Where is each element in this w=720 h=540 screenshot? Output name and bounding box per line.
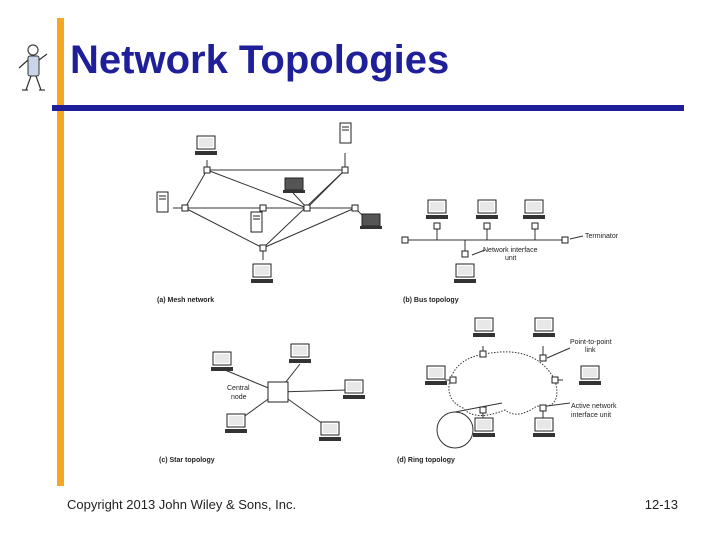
title-underline-rule	[52, 105, 684, 111]
niu-label-line2: unit	[505, 255, 516, 262]
ring-nodes	[424, 317, 602, 438]
bus-nodes	[401, 199, 569, 284]
terminator-label: Terminator	[585, 233, 619, 240]
ptp-link-line1: Point-to-point	[570, 339, 612, 346]
bus-topology-diagram	[405, 226, 584, 256]
ptp-link-line2: link	[585, 347, 596, 354]
active-niu-line1: Active network	[571, 403, 617, 410]
slide-title: Network Topologies	[70, 38, 450, 82]
star-caption: (c) Star topology	[159, 457, 215, 464]
orange-accent-bar	[57, 18, 64, 486]
mesh-network-diagram	[173, 153, 366, 260]
mesh-nodes	[156, 122, 383, 284]
niu-label-line1: Network interface	[483, 247, 538, 254]
ring-topology-diagram	[436, 346, 571, 449]
mesh-caption: (a) Mesh network	[157, 297, 214, 304]
bus-caption: (b) Bus topology	[403, 297, 459, 304]
network-topologies-figure: (a) Mesh network Terminator Network inte…	[156, 122, 619, 464]
mascot-logo-icon	[18, 44, 48, 91]
page-number: 12-13	[644, 497, 678, 512]
active-niu-line2: interface unit	[571, 412, 611, 419]
central-node-line2: node	[231, 394, 247, 401]
copyright-footer: Copyright 2013 John Wiley & Sons, Inc.	[67, 497, 297, 512]
star-nodes	[210, 343, 366, 442]
central-node-line1: Central	[227, 385, 250, 392]
ring-caption: (d) Ring topology	[397, 457, 455, 464]
